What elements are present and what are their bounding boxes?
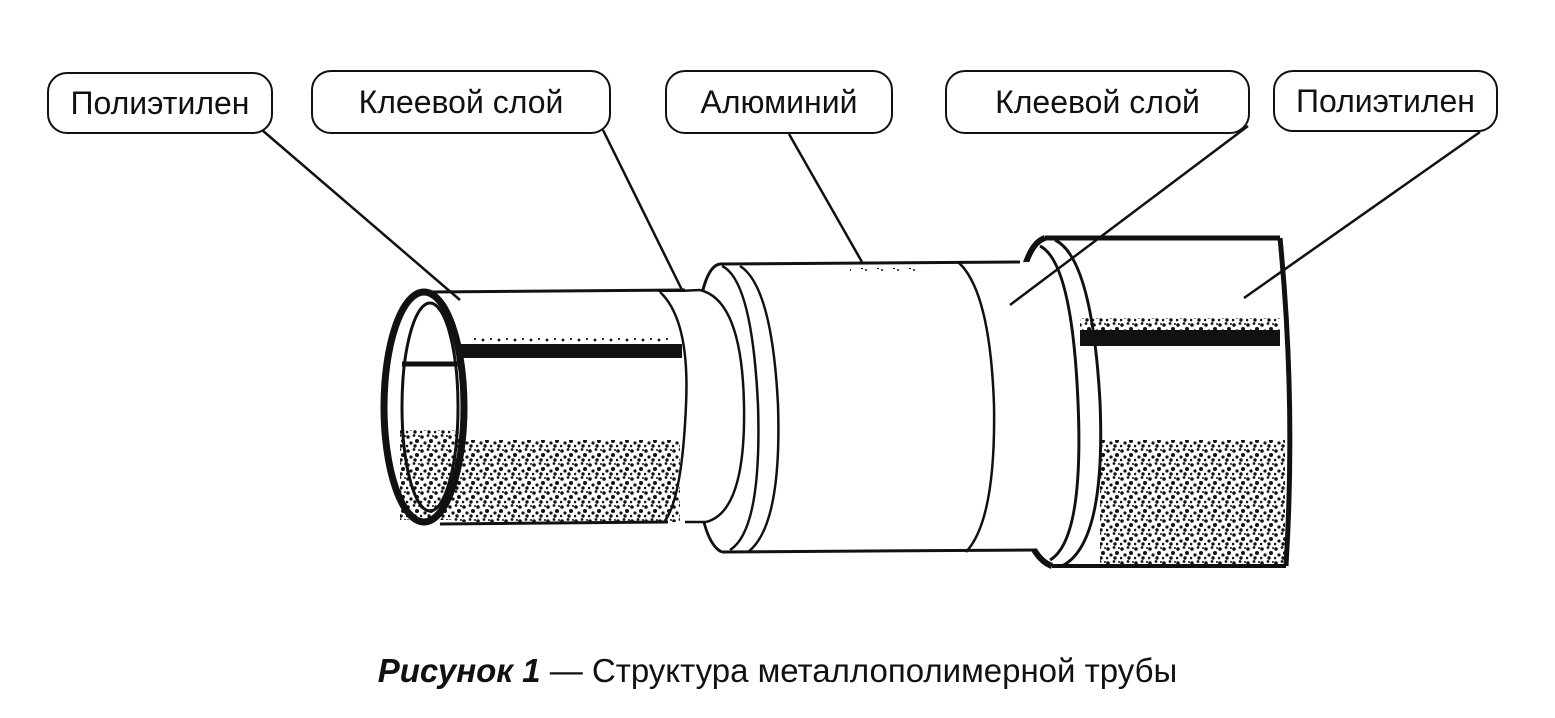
leader-line-adhesive-right bbox=[1009, 125, 1249, 306]
outer-polyethylene-segment bbox=[1008, 235, 1293, 569]
label-polyethylene-right: Полиэтилен bbox=[1273, 70, 1498, 132]
leader-line-polyethylene-left bbox=[261, 129, 461, 301]
leader-line-aluminium bbox=[787, 133, 864, 263]
caption-text: Структура металлополимерной трубы bbox=[591, 652, 1178, 689]
aluminium-segment bbox=[692, 260, 1045, 554]
figure-number: Рисунок 1 bbox=[377, 652, 541, 689]
leader-line-polyethylene-right bbox=[1243, 130, 1481, 300]
label-aluminium: Алюминий bbox=[665, 70, 893, 134]
label-adhesive-layer-right: Клеевой слой bbox=[945, 70, 1250, 134]
figure-caption: Рисунок 1 — Структура металлополимерной … bbox=[0, 652, 1555, 690]
caption-dash: — bbox=[540, 652, 592, 689]
inner-polyethylene-segment bbox=[380, 288, 688, 526]
label-polyethylene-left: Полиэтилен bbox=[47, 72, 273, 134]
label-adhesive-layer-left: Клеевой слой bbox=[311, 70, 611, 134]
leader-lines bbox=[261, 125, 1481, 306]
leader-line-adhesive-left bbox=[601, 129, 684, 291]
